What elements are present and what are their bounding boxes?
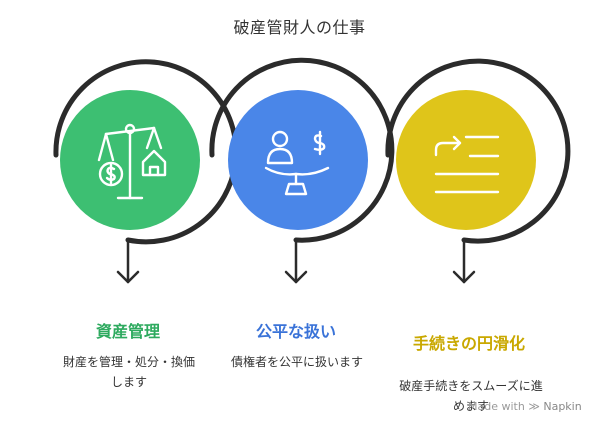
step-3-ring <box>385 58 571 244</box>
watermark-prefix: Made with <box>468 400 525 413</box>
napkin-watermark: Made with ≫ Napkin <box>468 400 582 413</box>
step-2-circle <box>228 90 368 230</box>
forward-arrow-list-icon <box>434 135 500 194</box>
step-1-ring <box>53 59 239 245</box>
step-2-ring <box>209 57 395 243</box>
watermark-brand: Napkin <box>543 400 582 413</box>
step-1-down-arrow <box>116 238 140 284</box>
step-2-description: 債権者を公平に扱います <box>230 355 363 369</box>
step-3-heading: 手続きの円滑化 <box>412 334 525 353</box>
step-1-description: 財産を管理・処分・換価します <box>62 355 195 389</box>
step-2-down-arrow <box>284 238 308 284</box>
step-1-heading: 資産管理 <box>95 322 160 341</box>
step-2-heading: 公平な扱い <box>255 322 336 341</box>
step-3-description: 破産手続きをスムーズに進めます <box>399 379 543 413</box>
person-scale-dollar-icon <box>264 130 330 196</box>
diagram-title: 破産管財人の仕事 <box>233 18 366 37</box>
scale-money-house-icon <box>97 123 167 200</box>
step-3-circle <box>396 90 536 230</box>
napkin-logo-icon: ≫ <box>528 400 540 413</box>
step-3-down-arrow <box>452 238 476 284</box>
